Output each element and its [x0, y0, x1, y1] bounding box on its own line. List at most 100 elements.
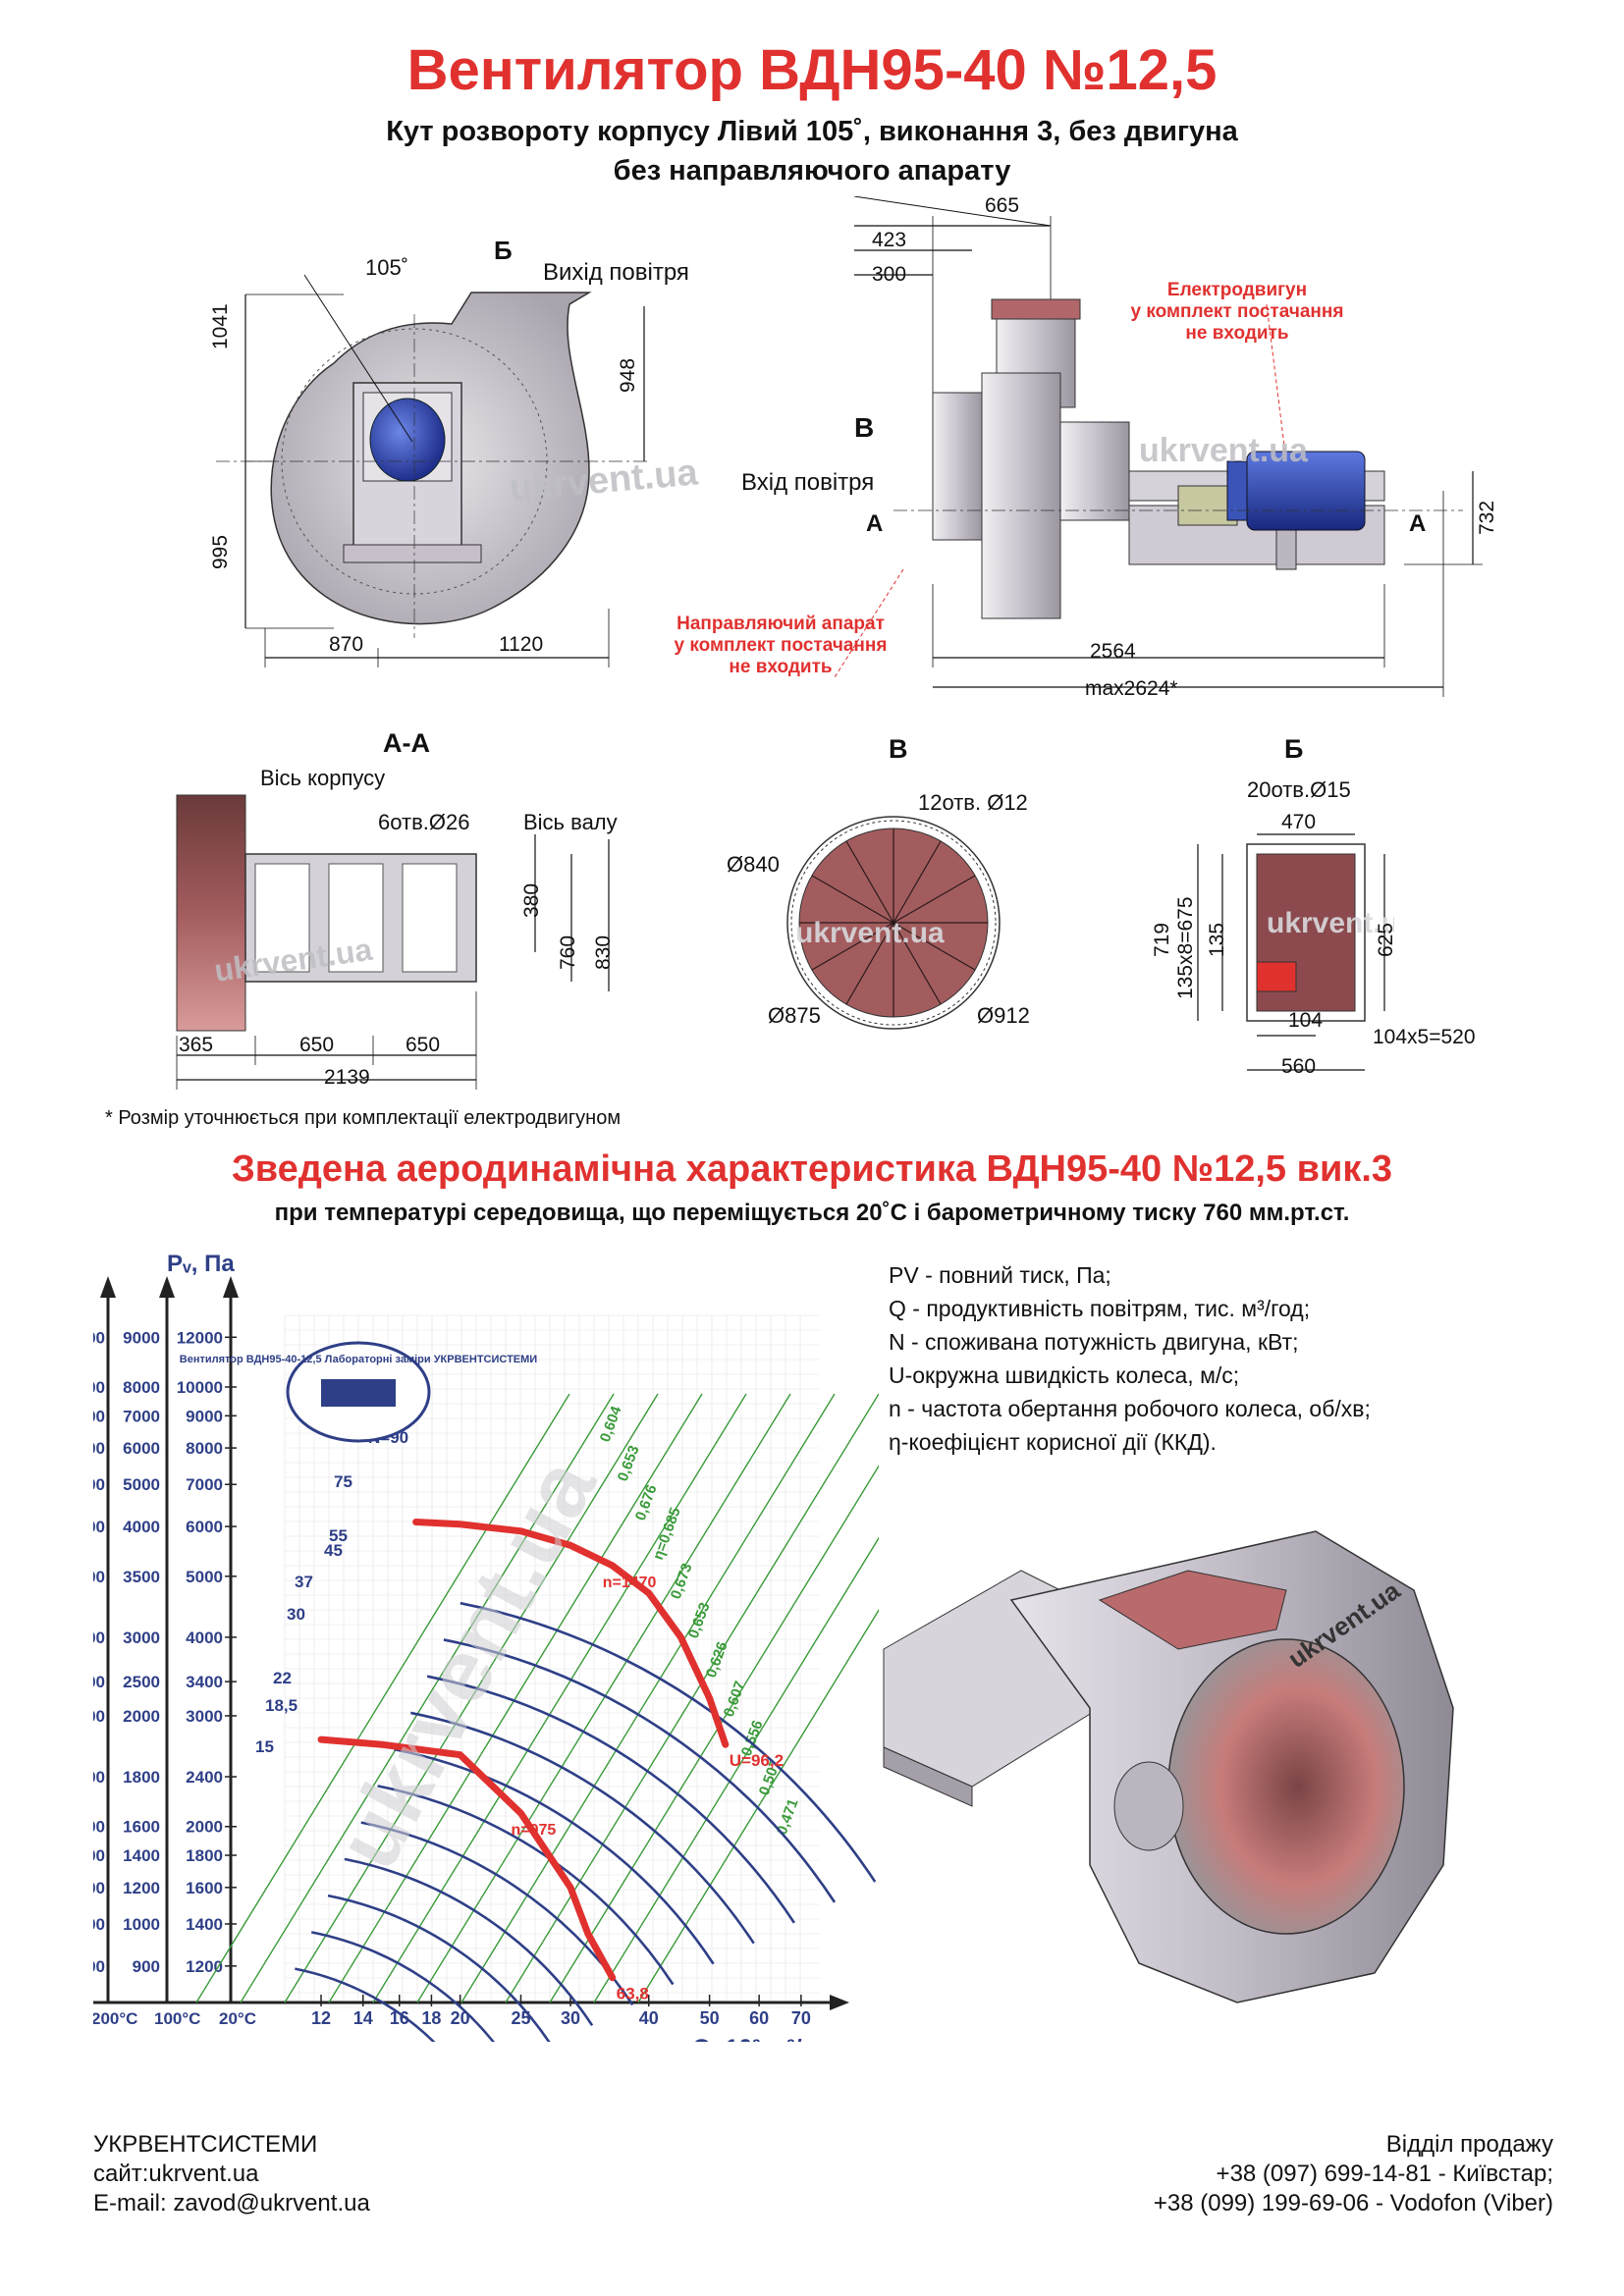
footer-phone-1[interactable]: +38 (097) 699-14-81 - Київстар; [1216, 2161, 1553, 2187]
power-label: 15 [255, 1737, 274, 1756]
holes-15-label: 20отв.Ø15 [1247, 777, 1351, 802]
dim-2564: 2564 [1090, 640, 1136, 663]
axis-200c-tick: 1000 [93, 1846, 105, 1865]
axis-100c-tick: 6000 [123, 1439, 160, 1458]
axis-20c-tick: 2000 [186, 1818, 223, 1837]
axis-200c-tick: 2500 [93, 1568, 105, 1586]
speed-curve-name: n=1470 [603, 1575, 657, 1591]
y-axis-title: Pᵥ, Па [167, 1251, 235, 1277]
side-view-drawing: ukrvent.ua [834, 196, 1483, 697]
diameter-912: Ø912 [977, 1003, 1030, 1028]
dim-104x5: 104х5=520 [1373, 1026, 1476, 1048]
dim-365: 365 [179, 1034, 214, 1056]
dim-max2624: max2624* [1085, 677, 1178, 700]
efficiency-line [460, 1393, 836, 2003]
dim-560: 560 [1281, 1055, 1317, 1078]
x-tick-label: 40 [639, 2008, 659, 2028]
dim-300: 300 [872, 263, 907, 286]
dim-470: 470 [1281, 811, 1317, 833]
section-b-watermark: ukrvent.ua [1267, 907, 1394, 939]
speed-curve-0 [412, 1519, 730, 1748]
efficiency-line [328, 1393, 703, 2003]
axis-100c-tick: 1400 [123, 1846, 160, 1865]
section-v-title: В [889, 734, 908, 764]
x-tick-label: 14 [353, 2008, 373, 2028]
power-label: 55 [329, 1526, 348, 1545]
y-axis-arrow-2 [223, 1276, 239, 1298]
section-b-drawing: ukrvent.ua [1197, 833, 1394, 1071]
axis-200c-tick: 1600 [93, 1707, 105, 1726]
section-mark-b: Б [494, 236, 513, 265]
axis-20c-tick: 3000 [186, 1707, 223, 1726]
legend: PV - повний тиск, Па; Q - продуктивність… [889, 1258, 1576, 1459]
section-b-title: Б [1284, 734, 1304, 764]
axis-20c-tick: 1800 [186, 1846, 223, 1865]
power-arc [310, 1931, 496, 2042]
axis-20c-tick: 12000 [177, 1328, 223, 1347]
axis-20c-tick: 1600 [186, 1879, 223, 1897]
footer-site[interactable]: сайт:ukrvent.ua [93, 2161, 259, 2187]
legend-eta: η-коефіцієнт корисної дії (ККД). [889, 1429, 1217, 1455]
axis-200c-tick: 900 [93, 1879, 105, 1897]
x-tick-label: 25 [511, 2008, 530, 2028]
holes-12-label: 12отв. Ø12 [918, 790, 1028, 815]
section-mark-a-left: А [866, 510, 884, 537]
axis-200c-tick: 1400 [93, 1768, 105, 1787]
speed-curve-end-label: 63,8 [617, 1985, 649, 2003]
legend-u: U-окружна швидкість колеса, м/с; [889, 1362, 1240, 1388]
axis-20c-tick: 5000 [186, 1568, 223, 1586]
dim-760: 760 [557, 934, 579, 970]
legend-n: N - споживана потужність двигуна, кВт; [889, 1329, 1299, 1355]
axis-200c-tick: 3000 [93, 1518, 105, 1536]
speed-curve-end-label: U=96,2 [730, 1751, 784, 1770]
axis-20c-tick: 6000 [186, 1518, 223, 1536]
diameter-840: Ø840 [727, 852, 780, 877]
outlet-label: Вихід повітря [543, 259, 689, 286]
axis-200c-tick: 3500 [93, 1475, 105, 1494]
axis-100c-tick: 1200 [123, 1879, 160, 1897]
power-arc [426, 1675, 795, 1924]
dim-870: 870 [329, 633, 364, 656]
x-tick-label: 16 [390, 2008, 409, 2028]
logo-text: Вентилятор ВДН95-40-12,5 Лабораторні зам… [180, 1354, 537, 1365]
section-mark-v: В [854, 412, 875, 443]
efficiency-line [240, 1393, 615, 2003]
footer-email[interactable]: E-mail: zavod@ukrvent.ua [93, 2190, 370, 2216]
footer-phone-2[interactable]: +38 (099) 199-69-06 - Vodofon (Viber) [1153, 2190, 1553, 2216]
dim-135x8: 135х8=675 [1174, 896, 1197, 999]
section-v-watermark: ukrvent.ua [795, 917, 945, 949]
fan-isometric-render: ukrvent.ua [883, 1530, 1454, 2003]
temp-column-label: 100°С [154, 2009, 200, 2028]
dim-719: 719 [1151, 922, 1173, 957]
subtitle-line-2: без направляючого апарату [613, 155, 1011, 187]
efficiency-line [416, 1393, 791, 2003]
y-axis-arrow-0 [100, 1276, 116, 1298]
axis-100c-tick: 1600 [123, 1818, 160, 1837]
legend-rpm: n - частота обертання робочого колеса, о… [889, 1396, 1371, 1421]
dim-650-a: 650 [299, 1034, 335, 1056]
footer-company: УКРВЕНТСИСТЕМИ [93, 2131, 318, 2158]
power-arc [460, 1601, 877, 1883]
x-tick-label: 70 [791, 2008, 811, 2028]
axis-housing-label: Вісь корпусу [260, 766, 386, 790]
axis-100c-tick: 3000 [123, 1629, 160, 1647]
axis-200c-tick: 1200 [93, 1818, 105, 1837]
efficiency-line [195, 1393, 570, 2003]
power-label: 75 [334, 1472, 352, 1491]
axis-200c-tick: 4000 [93, 1439, 105, 1458]
footer-right: Відділ продажу +38 (097) 699-14-81 - Киї… [1154, 2130, 1553, 2218]
axis-20c-tick: 7000 [186, 1475, 223, 1494]
axis-100c-tick: 1800 [123, 1768, 160, 1787]
side-watermark: ukrvent.ua [1139, 432, 1309, 469]
axis-20c-tick: 2400 [186, 1768, 223, 1787]
axis-100c-tick: 2000 [123, 1707, 160, 1726]
x-tick-label: 50 [700, 2008, 720, 2028]
x-axis-title: Q, 10³·м³/год [692, 2035, 842, 2042]
x-tick-label: 60 [749, 2008, 769, 2028]
power-arc [443, 1638, 837, 1903]
axis-200c-tick: 700 [93, 1957, 105, 1976]
dim-995: 995 [209, 534, 232, 569]
power-label: 18,5 [265, 1696, 298, 1715]
